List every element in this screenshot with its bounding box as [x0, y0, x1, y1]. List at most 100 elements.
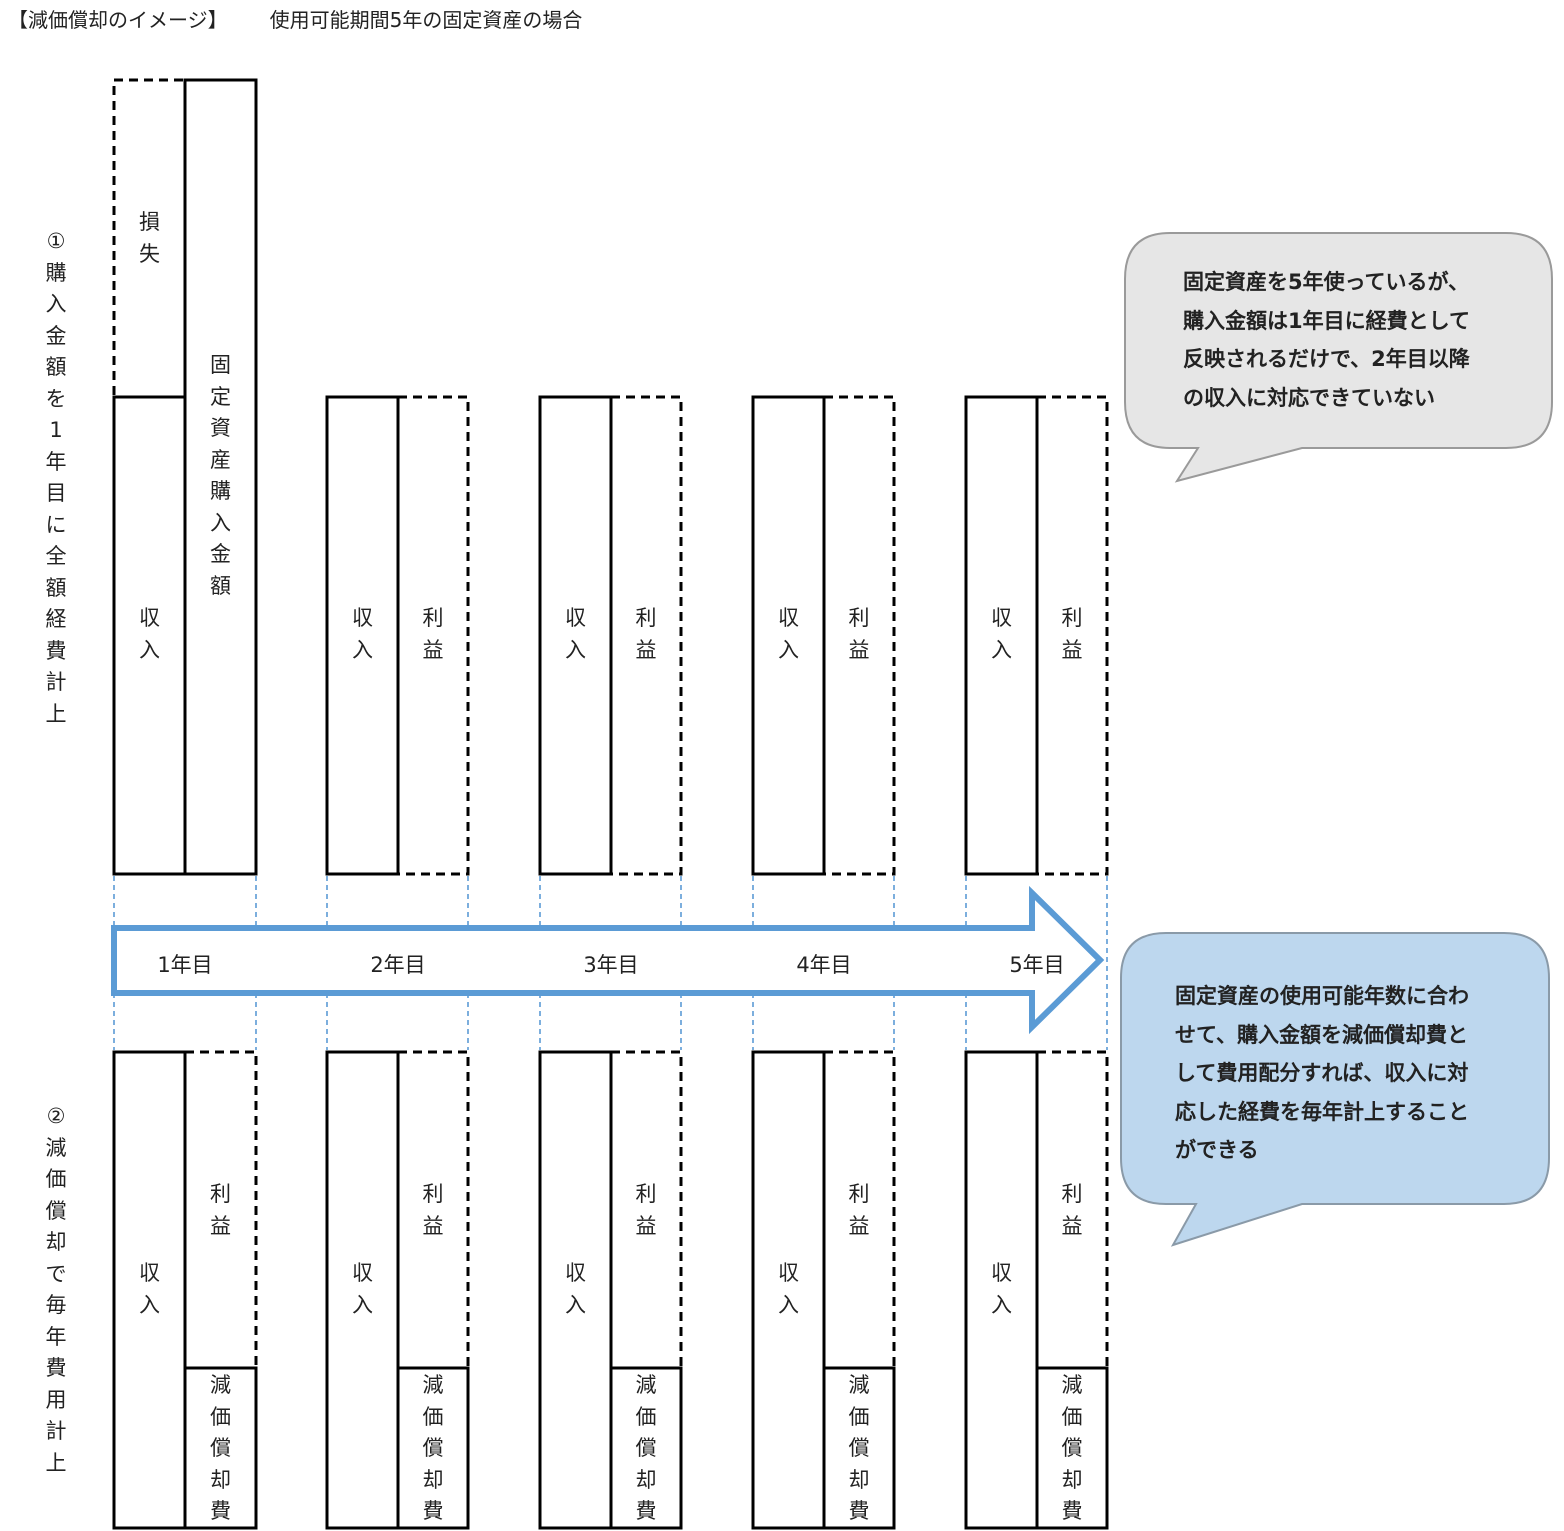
- income-label-bottom-y5: 収入: [966, 1258, 1037, 1321]
- profit-label-top-y4: 利益: [824, 603, 894, 666]
- vertical-char: 利: [848, 1182, 870, 1206]
- diagram-title: 【減価償却のイメージ】: [8, 8, 228, 32]
- income-label-bottom-y1: 収入: [114, 1258, 185, 1321]
- profit-label-top-y3: 利益: [611, 603, 681, 666]
- vertical-char: 減: [635, 1373, 657, 1397]
- year3-bottom: [538, 1050, 683, 1530]
- callout2-bubble: [1120, 932, 1550, 1247]
- vertical-char: 資: [210, 416, 231, 440]
- vertical-char: 目: [45, 481, 67, 505]
- vertical-char: 益: [635, 1213, 657, 1238]
- vertical-char: 収: [139, 1261, 160, 1285]
- vertical-char: ②: [46, 1104, 66, 1128]
- timeline-arrow: [111, 885, 1105, 1035]
- income-label-top-y5: 収入: [966, 603, 1037, 666]
- year-guide-lines: [113, 876, 1108, 1050]
- vertical-char: 益: [422, 637, 444, 662]
- method1-boxes: [112, 78, 1109, 876]
- callout2-line: せて、購入金額を減価償却費と: [1175, 1022, 1468, 1047]
- vertical-char: 入: [565, 1292, 586, 1317]
- vertical-char: で: [45, 1261, 67, 1286]
- vertical-char: 償: [1061, 1436, 1083, 1460]
- income-label-top-y2: 収入: [327, 603, 398, 666]
- vertical-char: 益: [848, 637, 870, 662]
- vertical-char: 償: [210, 1436, 231, 1460]
- vertical-char: 却: [848, 1467, 870, 1492]
- callout2-line: して費用配分すれば、収入に対: [1175, 1061, 1469, 1085]
- vertical-char: 益: [635, 637, 657, 662]
- vertical-char: 額: [45, 355, 67, 379]
- callout2-line: ができる: [1175, 1138, 1259, 1162]
- vertical-char: 償: [848, 1436, 870, 1460]
- vertical-char: 入: [778, 637, 799, 662]
- vertical-char: 益: [422, 1213, 444, 1238]
- diagram-subtitle: 使用可能期間5年の固定資産の場合: [269, 8, 583, 32]
- vertical-char: 年: [45, 1324, 67, 1349]
- vertical-char: 産: [210, 447, 231, 472]
- vertical-char: 収: [778, 606, 799, 630]
- depreciation-label-y3: 減価償却費: [611, 1370, 681, 1528]
- vertical-char: 全: [45, 544, 67, 568]
- vertical-char: 費: [635, 1499, 657, 1523]
- vertical-char: 却: [210, 1467, 231, 1492]
- vertical-char: 利: [210, 1182, 231, 1206]
- vertical-char: 入: [139, 1292, 160, 1317]
- vertical-char: 損: [139, 210, 160, 234]
- depreciation-label-y5: 減価償却費: [1037, 1370, 1107, 1528]
- income-label-top-y1: 収入: [114, 603, 185, 666]
- vertical-char: 価: [1061, 1404, 1083, 1429]
- vertical-char: を: [45, 386, 67, 411]
- year4-top: [751, 395, 896, 876]
- vertical-char: 収: [139, 606, 160, 630]
- vertical-char: 費: [210, 1499, 231, 1523]
- vertical-char: 却: [422, 1467, 444, 1492]
- vertical-char: 益: [1061, 637, 1083, 662]
- vertical-char: に: [45, 512, 67, 537]
- vertical-char: 金: [210, 542, 231, 566]
- profit-label-top-y5: 利益: [1037, 603, 1107, 666]
- vertical-char: 償: [45, 1198, 67, 1223]
- vertical-char: 上: [45, 701, 67, 726]
- vertical-char: 経: [45, 607, 67, 631]
- callout1-line: 反映されるだけで、2年目以降: [1183, 347, 1470, 371]
- income-label-bottom-y4: 収入: [753, 1258, 824, 1321]
- vertical-char: 費: [45, 638, 67, 663]
- year2-top: [325, 395, 470, 876]
- callout1-bubble: [1124, 232, 1553, 483]
- year-label-1: 1年目: [157, 953, 213, 977]
- income-label-top-y4: 収入: [753, 603, 824, 666]
- vertical-char: 金: [45, 323, 67, 348]
- vertical-char: 収: [565, 1261, 586, 1285]
- vertical-char: 購: [210, 479, 231, 503]
- profit-label-bottom-y2: 利益: [398, 1179, 468, 1242]
- vertical-char: 入: [352, 637, 373, 662]
- vertical-char: 入: [991, 1292, 1012, 1317]
- callout1-line: の収入に対応できていない: [1183, 385, 1435, 410]
- vertical-char: 収: [352, 1261, 373, 1285]
- vertical-char: 却: [635, 1467, 657, 1492]
- vertical-char: 減: [210, 1373, 231, 1397]
- callout2-line: 固定資産の使用可能年数に合わ: [1175, 984, 1469, 1008]
- vertical-char: 費: [422, 1499, 444, 1523]
- year5-bottom: [964, 1050, 1109, 1530]
- vertical-char: 入: [778, 1292, 799, 1317]
- depreciation-label-y4: 減価償却費: [824, 1370, 894, 1528]
- depreciation-label-y1: 減価償却費: [185, 1370, 256, 1528]
- year2-bottom: [325, 1050, 470, 1530]
- vertical-char: 却: [45, 1230, 67, 1254]
- income-label-bottom-y3: 収入: [540, 1258, 611, 1321]
- vertical-char: 入: [210, 510, 231, 535]
- vertical-char: 1: [49, 418, 63, 442]
- vertical-char: 用: [45, 1387, 67, 1412]
- vertical-char: 減: [45, 1135, 67, 1160]
- profit-label-bottom-y5: 利益: [1037, 1179, 1107, 1242]
- vertical-char: 償: [422, 1436, 444, 1460]
- vertical-char: 定: [210, 384, 231, 409]
- profit-label-top-y2: 利益: [398, 603, 468, 666]
- loss-box: [112, 78, 185, 395]
- vertical-char: 収: [991, 1261, 1012, 1285]
- vertical-char: 利: [635, 606, 657, 630]
- vertical-char: 年: [45, 449, 67, 474]
